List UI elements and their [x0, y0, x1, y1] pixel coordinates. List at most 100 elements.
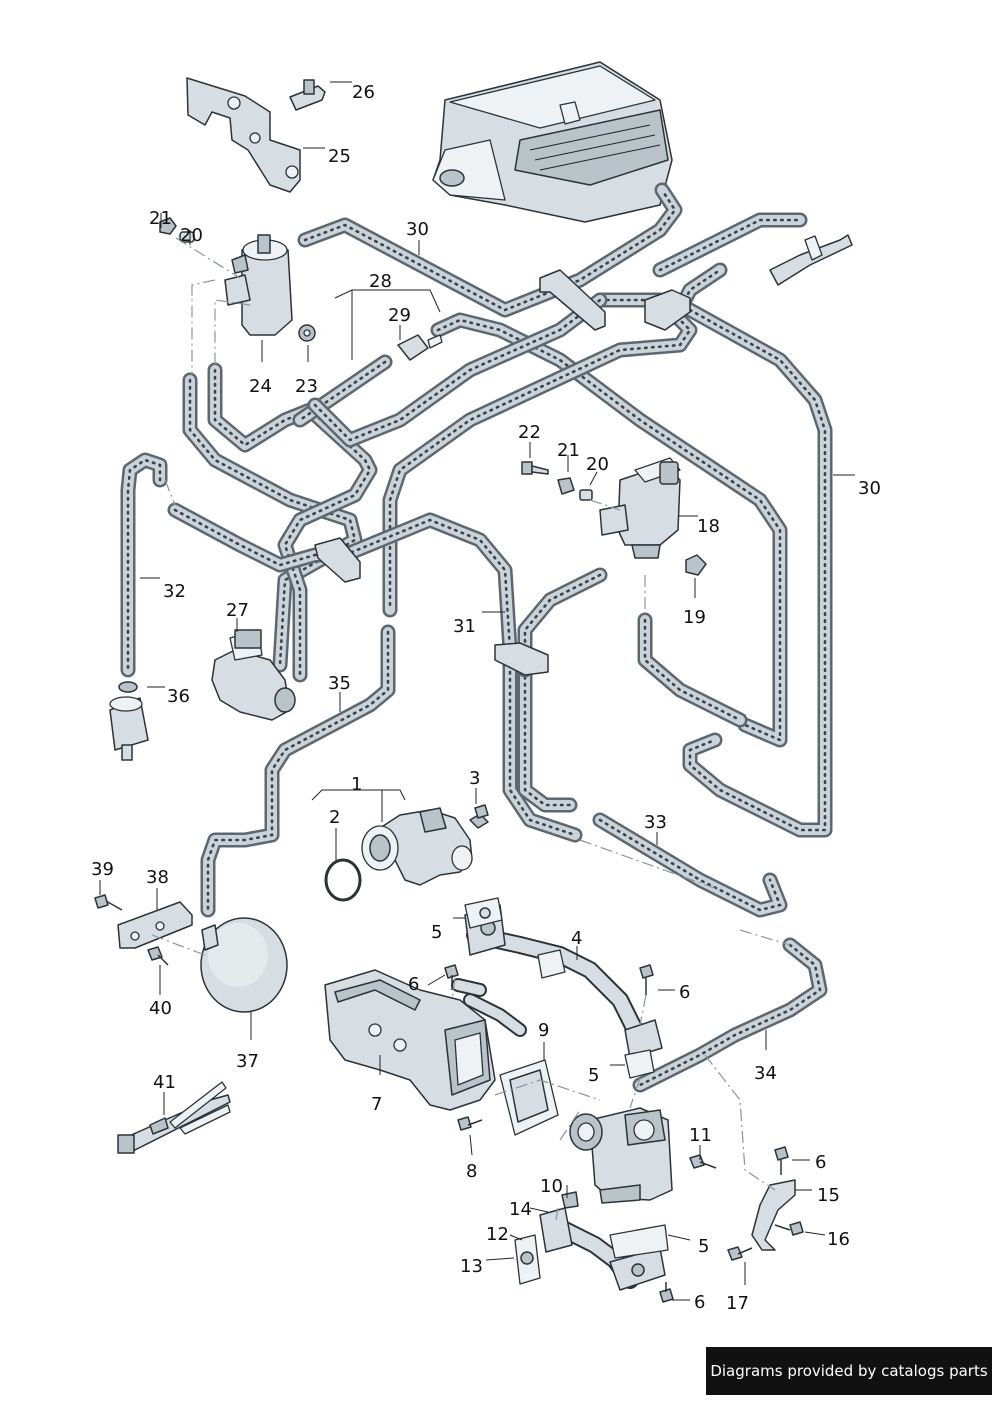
fuel-filter [109, 681, 149, 761]
bracket-15 [751, 1179, 796, 1251]
callout-39: 39 [91, 859, 114, 880]
callout-31: 31 [453, 616, 476, 637]
vacuum-hoses [120, 182, 833, 1093]
bolt-and-nut-set [521, 461, 593, 501]
callout-19: 19 [683, 607, 706, 628]
callout-30b: 30 [858, 478, 881, 499]
hose-texture-h10 [126, 458, 162, 672]
callout-30: 30 [406, 219, 429, 240]
hose-connector [769, 234, 853, 286]
hose-outline-h12 [337, 512, 583, 843]
hose-texture-h19 [683, 268, 722, 302]
callout-8: 8 [466, 1161, 477, 1182]
assembly-lines [151, 237, 791, 1221]
hose-texture-h2 [658, 218, 802, 272]
callout-40: 40 [149, 998, 172, 1019]
callout-2: 2 [329, 807, 340, 828]
hose-body-h17 [595, 815, 785, 915]
egr-lower-pipe [514, 1207, 669, 1291]
egr-valve [569, 1107, 673, 1204]
callout-21: 21 [149, 208, 172, 229]
callout-9: 9 [538, 1020, 549, 1041]
callout-6c: 6 [815, 1152, 826, 1173]
callout-36: 36 [167, 686, 190, 707]
hose-texture-h17 [598, 818, 782, 912]
hose-body-h12 [340, 515, 580, 840]
callout-11: 11 [689, 1125, 712, 1146]
callout-20: 20 [180, 225, 203, 246]
callout-5b: 5 [588, 1065, 599, 1086]
hose-texture-h1 [303, 188, 677, 312]
boost-pressure-valve [211, 629, 296, 721]
solenoid-valve [599, 457, 707, 576]
pressure-converter-valve [224, 234, 316, 342]
hose-clamp-tool [117, 1081, 231, 1154]
callout-10: 10 [540, 1176, 563, 1197]
hose-texture-h14 [523, 573, 602, 672]
holder-38 [117, 901, 193, 949]
callout-22: 22 [518, 422, 541, 443]
hose-outline-h13 [517, 662, 578, 813]
egr-cooler [324, 969, 527, 1111]
callout-35: 35 [328, 673, 351, 694]
callout-41: 41 [153, 1072, 176, 1093]
hose-texture-h6 [188, 378, 357, 667]
callout-17: 17 [726, 1293, 749, 1314]
leader-lines [99, 81, 855, 1301]
screws [94, 804, 804, 1303]
callout-29: 29 [388, 305, 411, 326]
callout-5c: 5 [698, 1236, 709, 1257]
non-return-valve [397, 334, 443, 361]
hose-clamps [314, 269, 691, 676]
callout-4: 4 [571, 928, 582, 949]
hose-texture-h9 [313, 298, 602, 442]
hose-body-h10 [123, 455, 165, 675]
callout-20b: 20 [586, 454, 609, 475]
callout-38: 38 [146, 867, 169, 888]
air-filter-housing [432, 61, 673, 223]
credit-text: Diagrams provided by catalogs parts [710, 1362, 988, 1380]
callout-37: 37 [236, 1051, 259, 1072]
hose-texture-h13 [523, 668, 572, 807]
callout-34: 34 [754, 1063, 777, 1084]
hose-texture-h15 [206, 630, 390, 912]
hose-body-h7 [210, 365, 375, 680]
callout-25: 25 [328, 146, 351, 167]
callout-27: 27 [226, 600, 249, 621]
credit-banner: Diagrams provided by catalogs parts [706, 1347, 992, 1395]
hose-outline-h18 [632, 937, 828, 1093]
callout-33: 33 [644, 812, 667, 833]
callout-6d: 6 [694, 1292, 705, 1313]
callout-6b: 6 [679, 982, 690, 1003]
callout-21b: 21 [557, 440, 580, 461]
callout-12: 12 [486, 1224, 509, 1245]
callout-labels: 26 25 21 20 30 28 29 24 23 22 21 20 30 1… [91, 82, 881, 1314]
hose-texture-h11 [173, 508, 347, 567]
hose-texture-h16 [643, 618, 742, 722]
hose-texture-h4 [436, 318, 782, 742]
callout-7: 7 [371, 1094, 382, 1115]
gasket-9 [499, 1059, 559, 1136]
vacuum-reservoir [200, 917, 288, 1013]
callout-26: 26 [352, 82, 375, 103]
egr-throttle-body [324, 807, 489, 902]
hose-texture-h18 [638, 943, 822, 1087]
callout-6a: 6 [408, 974, 419, 995]
callout-14: 14 [509, 1199, 532, 1220]
callout-24: 24 [249, 376, 272, 397]
clip [289, 79, 326, 111]
callout-15: 15 [817, 1185, 840, 1206]
callout-3: 3 [469, 768, 480, 789]
gasket-upper [464, 897, 655, 1079]
callout-23: 23 [295, 376, 318, 397]
callout-16: 16 [827, 1229, 850, 1250]
bracket [186, 77, 301, 193]
callout-1: 1 [351, 774, 362, 795]
callout-13: 13 [460, 1256, 483, 1277]
callout-32: 32 [163, 581, 186, 602]
egr-pipe [464, 904, 663, 1059]
callout-5a: 5 [431, 922, 442, 943]
callout-28: 28 [369, 271, 392, 292]
hose-texture-h12 [343, 518, 577, 837]
